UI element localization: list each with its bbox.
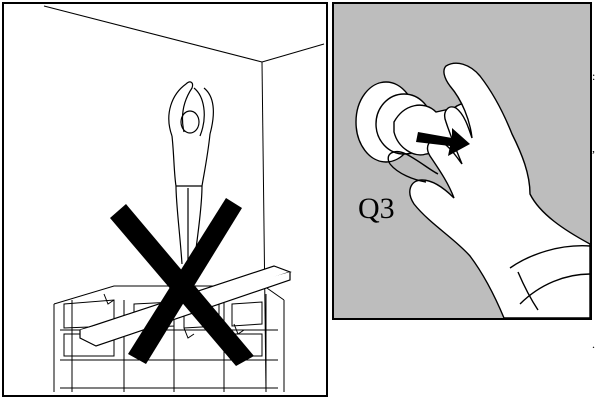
margin-mark-2: , [592,142,595,154]
do-not-climb-panel [2,2,328,397]
turn-knob-panel: Q3 [332,2,592,320]
hand-turning-knob-illustration [334,4,590,318]
step-label: Q3 [358,194,395,224]
climbing-person-illustration [4,4,326,395]
margin-mark-1: : [592,70,595,82]
margin-mark-3: . [592,338,595,350]
